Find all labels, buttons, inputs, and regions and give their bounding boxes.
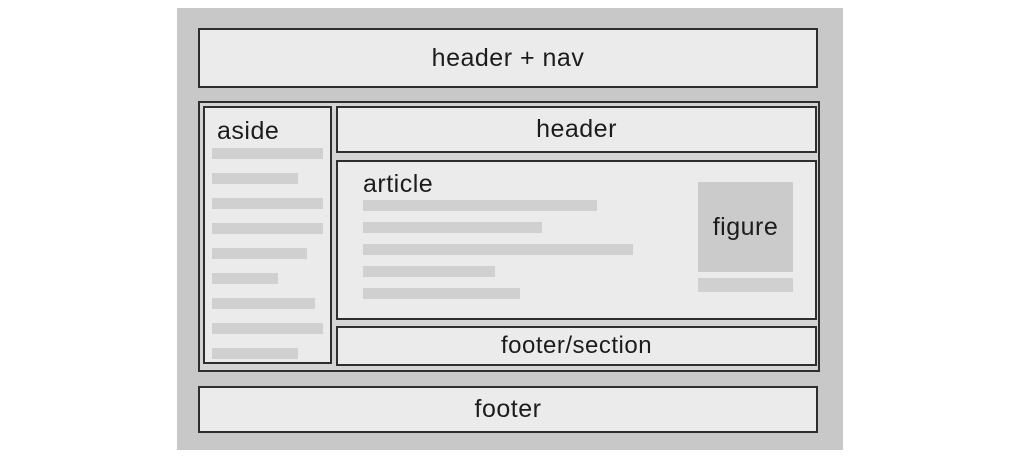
footer-section-label: footer/section bbox=[500, 332, 653, 359]
aside-label: aside bbox=[217, 117, 280, 145]
content-column: header article figure footer/section bbox=[336, 106, 817, 367]
placeholder-line bbox=[363, 266, 495, 277]
figure-caption-placeholder bbox=[698, 278, 793, 292]
figure-wrap: figure bbox=[698, 182, 793, 292]
header-nav-block: header + nav bbox=[198, 28, 818, 88]
placeholder-line bbox=[363, 200, 597, 211]
placeholder-line bbox=[212, 323, 323, 334]
header-nav-label: header + nav bbox=[431, 43, 585, 72]
article-block: article figure bbox=[336, 160, 817, 320]
aside-placeholder-lines bbox=[212, 148, 327, 373]
placeholder-line bbox=[363, 244, 633, 255]
header-label: header bbox=[536, 115, 617, 143]
article-placeholder-lines bbox=[363, 200, 663, 310]
footer-label: footer bbox=[474, 395, 542, 423]
page-wireframe-container: header + nav aside header article figure bbox=[177, 8, 843, 450]
main-wrapper-block: aside header article figure bbox=[198, 101, 820, 372]
placeholder-line bbox=[212, 223, 323, 234]
figure-block: figure bbox=[698, 182, 793, 272]
footer-section-block: footer/section bbox=[336, 326, 817, 366]
aside-block: aside bbox=[203, 106, 332, 364]
placeholder-line bbox=[212, 348, 298, 359]
placeholder-line bbox=[212, 148, 323, 159]
placeholder-line bbox=[363, 288, 520, 299]
placeholder-line bbox=[212, 298, 315, 309]
placeholder-line bbox=[363, 222, 542, 233]
placeholder-line bbox=[212, 173, 298, 184]
header-block: header bbox=[336, 106, 817, 153]
footer-block: footer bbox=[198, 386, 818, 433]
article-label: article bbox=[363, 170, 434, 198]
placeholder-line bbox=[212, 198, 323, 209]
placeholder-line bbox=[212, 248, 307, 259]
figure-label: figure bbox=[712, 212, 779, 241]
placeholder-line bbox=[212, 273, 278, 284]
